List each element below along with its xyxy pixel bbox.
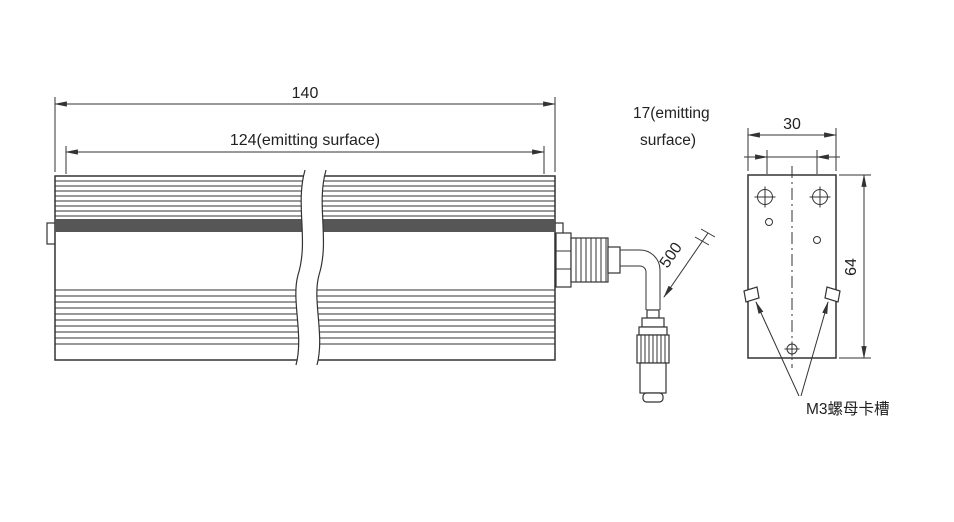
end-dimensions: 30 17(emitting surface) 64 M3螺母卡槽 — [633, 105, 890, 418]
connector-plug — [636, 309, 670, 403]
pilot-holes — [765, 218, 821, 244]
dim-end-height: 64 — [839, 173, 871, 360]
bottom-screw — [784, 341, 800, 357]
cable — [620, 249, 661, 310]
dim-end-width-text: 30 — [783, 116, 801, 133]
dim-emitting-surface: 124(emitting surface) — [64, 132, 546, 174]
dim-end-height-text: 64 — [843, 258, 860, 276]
break-lines — [295, 169, 327, 366]
dim-cable-length-text: 500 — [657, 240, 686, 272]
corner-screws — [754, 186, 831, 208]
front-dimensions: 140 124(emitting surface) 500 — [53, 85, 716, 298]
nut-slot-right — [824, 286, 841, 303]
dim-emitting-width-text-line1: 17(emitting — [633, 105, 710, 122]
dim-overall-width-text: 140 — [292, 85, 319, 102]
nut-slots — [743, 286, 841, 303]
dim-overall-width: 140 — [53, 85, 557, 172]
dim-emitting-width-text-line2: surface) — [640, 132, 696, 149]
dim-emitting-surface-text: 124(emitting surface) — [230, 132, 380, 149]
nut-slot-label: M3螺母卡槽 — [806, 400, 890, 418]
dim-end-width: 30 — [746, 116, 838, 171]
cable-gland — [555, 232, 621, 288]
front-view — [46, 169, 670, 403]
left-mount-tab — [46, 222, 57, 245]
nut-slot-callout: M3螺母卡槽 — [755, 300, 890, 418]
nut-slot-left — [743, 286, 760, 303]
dim-emitting-width: 17(emitting surface) — [633, 105, 840, 174]
dim-cable-length: 500 — [657, 228, 716, 298]
end-view — [743, 166, 841, 368]
